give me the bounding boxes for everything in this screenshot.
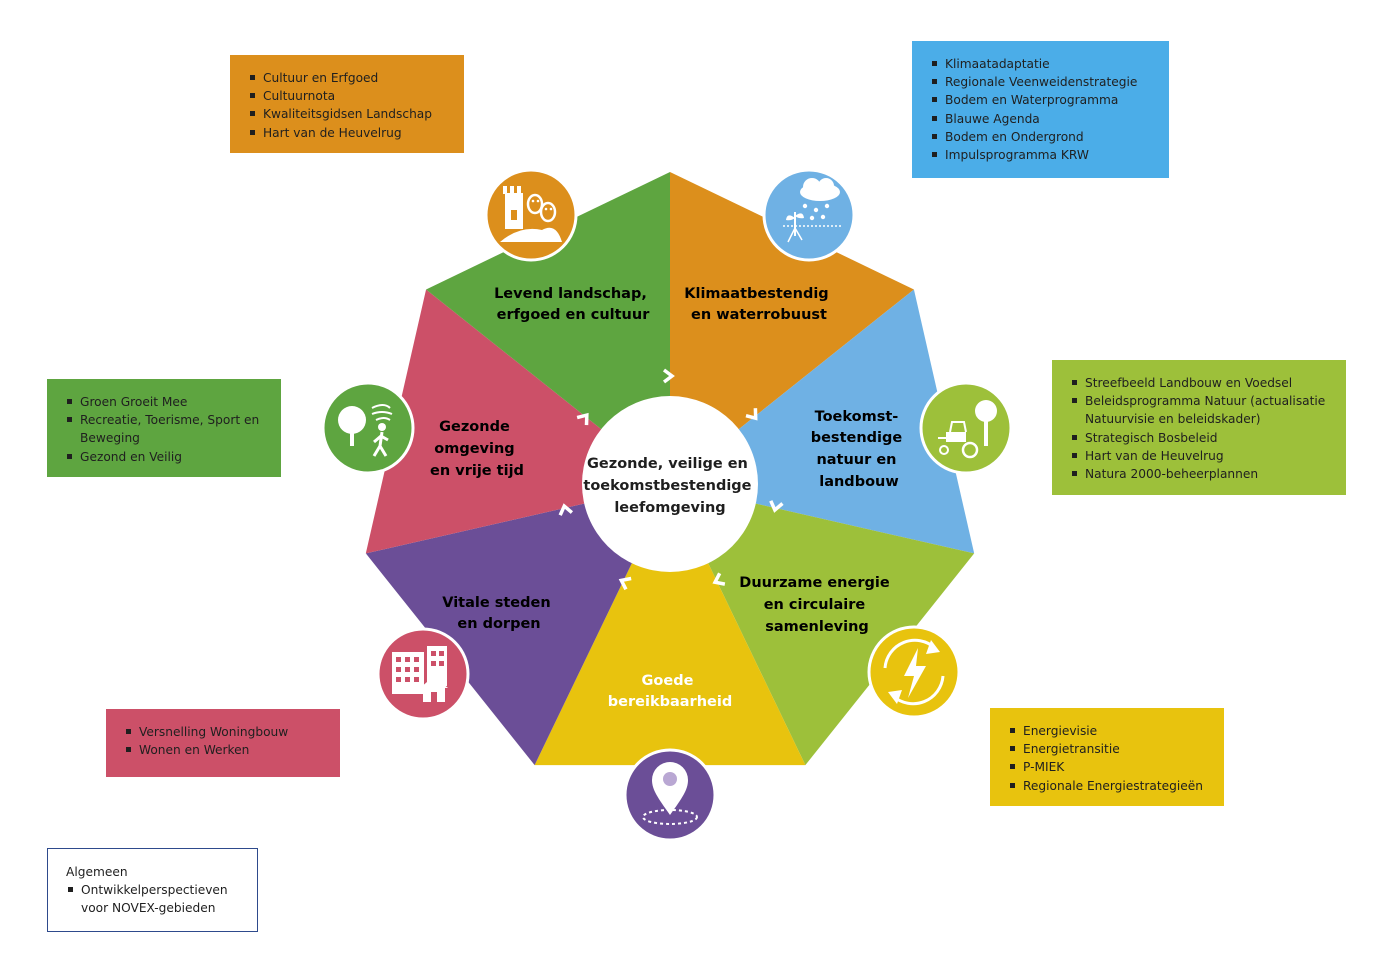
list-item: Blauwe Agenda	[930, 110, 1155, 128]
list-item: Bodem en Ondergrond	[930, 128, 1155, 146]
castle-theater-icon	[500, 186, 562, 242]
tree-walker-icon	[338, 404, 393, 457]
segment-label-cultuur: Levend landschap, erfgoed en cultuur	[494, 286, 652, 323]
segment-label-bereikbaarheid: Goede bereikbaarheid	[608, 673, 732, 710]
energy-cycle-icon	[883, 638, 945, 706]
list-item: Natura 2000-beheerplannen	[1070, 465, 1338, 483]
wheel-segment-energie	[534, 484, 806, 766]
box-cultuur: Cultuur en Erfgoed Cultuurnota Kwaliteit…	[230, 55, 464, 153]
list-item: Wonen en Werken	[124, 741, 326, 759]
badge-energie	[867, 625, 961, 719]
wheel-segment-cultuur	[670, 172, 914, 484]
list-item: Cultuur en Erfgoed	[248, 69, 450, 87]
list-item: Beleidsprogramma Natuur (actualisatie Na…	[1070, 392, 1338, 428]
center-label-line-1: Gezonde, veilige en	[587, 456, 748, 472]
segment-label-gezond: Gezonde omgeving en vrije tijd	[430, 419, 524, 479]
list-item: P-MIEK	[1008, 758, 1210, 776]
segment-label-natuur: Toekomst- bestendige natuur en landbouw	[811, 409, 908, 490]
wheel-segment-bereikbaarheid	[365, 484, 670, 766]
box-natuur: Streefbeeld Landbouw en Voedsel Beleidsp…	[1052, 360, 1346, 495]
list-item: Impulsprogramma KRW	[930, 146, 1155, 164]
list-item: Regionale Veenweidenstrategie	[930, 73, 1155, 91]
box-algemeen: Algemeen Ontwikkelperspectieven voor NOV…	[47, 848, 258, 932]
city-buildings-icon	[392, 646, 448, 702]
rotation-chevron-icon	[712, 572, 726, 586]
list-item: Klimaatadaptatie	[930, 55, 1155, 73]
badge-gezond	[321, 381, 415, 475]
center-circle	[582, 396, 758, 572]
badge-klimaat	[762, 168, 856, 262]
location-pin-icon	[642, 762, 698, 825]
list-item: Energietransitie	[1008, 740, 1210, 758]
rotation-chevron-icon	[769, 500, 784, 513]
list-item: Groen Groeit Mee	[65, 393, 267, 411]
center-label-line-2: toekomstbestendige	[583, 478, 751, 494]
list-item: Energievisie	[1008, 722, 1210, 740]
rotation-chevron-icon	[662, 368, 675, 384]
list-item: Recreatie, Toerisme, Sport en Beweging	[65, 411, 267, 447]
list-item: Strategisch Bosbeleid	[1070, 429, 1338, 447]
list-item: Gezond en Veilig	[65, 448, 267, 466]
box-energie: Energievisie Energietransitie P-MIEK Reg…	[990, 708, 1224, 806]
list-item: Hart van de Heuvelrug	[1070, 447, 1338, 465]
list-item: Streefbeeld Landbouw en Voedsel	[1070, 374, 1338, 392]
list-item: Cultuurnota	[248, 87, 450, 105]
rotation-chevron-icon	[576, 412, 589, 426]
segment-label-steden: Vitale steden en dorpen	[442, 595, 556, 632]
list-item: Versnelling Woningbouw	[124, 723, 326, 741]
list-item: Regionale Energiestrategieën	[1008, 777, 1210, 795]
box-gezond: Groen Groeit Mee Recreatie, Toerisme, Sp…	[47, 379, 281, 477]
badge-natuur	[919, 381, 1013, 475]
rotation-chevron-icon	[745, 408, 758, 421]
center-label-line-3: leefomgeving	[614, 500, 725, 516]
list-item: Bodem en Waterprogramma	[930, 91, 1155, 109]
box-klimaat: Klimaatadaptatie Regionale Veenweidenstr…	[912, 41, 1169, 178]
segment-label-klimaat: Klimaatbestendig en waterrobuust	[684, 286, 834, 323]
list-item: Hart van de Heuvelrug	[248, 124, 450, 142]
rotation-chevron-icon	[618, 576, 632, 591]
list-item: Ontwikkelperspectieven voor NOVEX-gebied…	[66, 881, 243, 917]
wheel-segment-gezond	[426, 172, 670, 484]
badge-steden	[376, 627, 470, 721]
wheel-segment-natuur	[670, 484, 975, 766]
center-label: Gezonde, veilige en toekomstbestendige l…	[583, 456, 756, 516]
segment-label-energie: Duurzame energie en circulaire samenlevi…	[739, 575, 894, 635]
badge-cultuur	[484, 168, 578, 262]
rain-cloud-plant-icon	[783, 178, 842, 243]
list-item: Kwaliteitsgidsen Landschap	[248, 105, 450, 123]
tractor-tree-icon	[938, 400, 997, 459]
badge-bereikbaarheid	[623, 748, 717, 842]
box-algemeen-title: Algemeen	[66, 865, 128, 879]
box-steden: Versnelling Woningbouw Wonen en Werken	[106, 709, 340, 777]
rotation-chevron-icon	[558, 503, 574, 516]
